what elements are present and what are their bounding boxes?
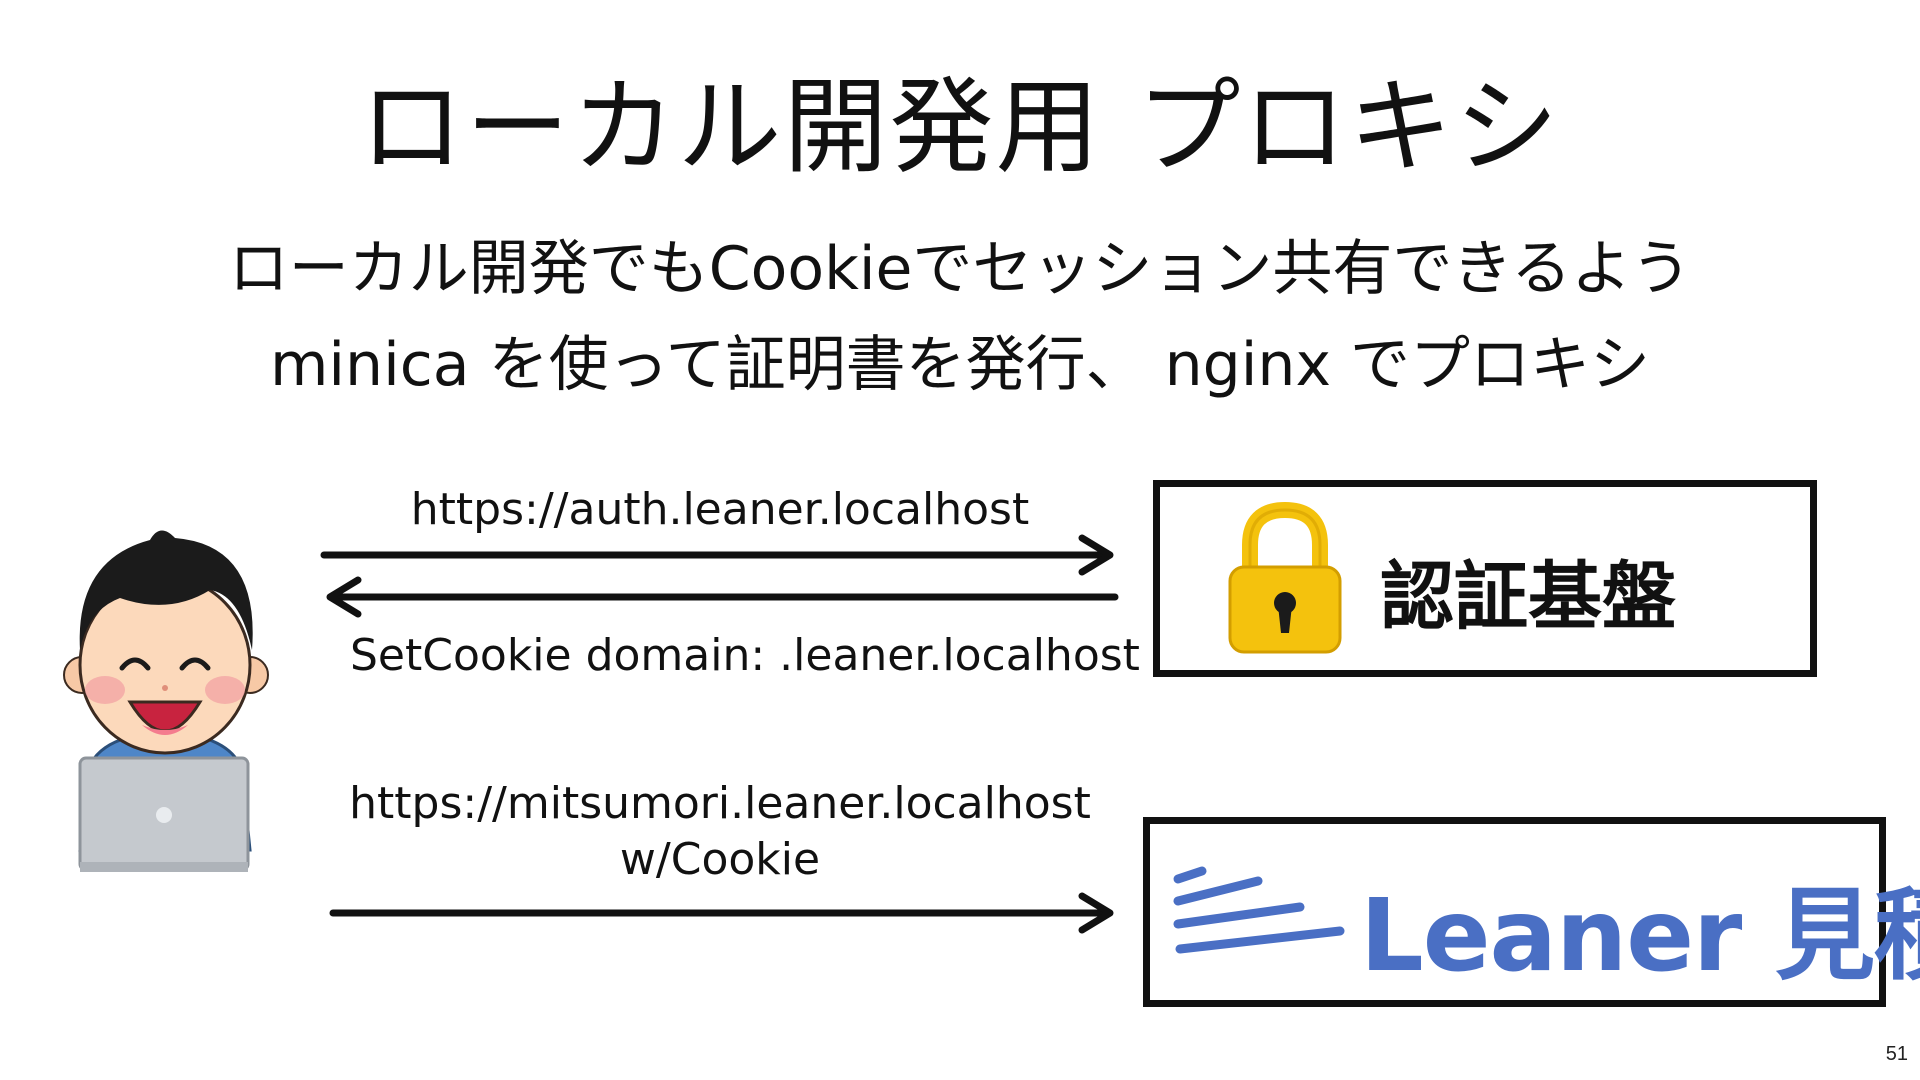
request-label-with-cookie: w/Cookie <box>330 834 1110 885</box>
padlock-icon <box>1225 505 1345 655</box>
auth-platform-label: 認証基盤 <box>1380 537 1676 644</box>
arrow-left-cookie <box>320 572 1120 622</box>
user-with-laptop-icon <box>60 520 270 880</box>
slide-subtitle-line-2: minica を使って証明書を発行、 nginx でプロキシ <box>0 316 1920 403</box>
auth-platform-box: 認証基盤 <box>1153 480 1817 677</box>
request-label-mitsumori: https://mitsumori.leaner.localhost <box>330 778 1110 829</box>
response-label-setcookie: SetCookie domain: .leaner.localhost <box>350 630 1110 681</box>
slide-subtitle-line-1: ローカル開発でもCookieでセッション共有できるよう <box>0 220 1920 307</box>
leaner-logo-lines-icon <box>1170 869 1350 969</box>
request-label-auth: https://auth.leaner.localhost <box>330 484 1110 535</box>
leaner-logo-text: Leaner 見積 <box>1360 854 1920 999</box>
page-number: 51 <box>1886 1043 1908 1066</box>
arrow-right-mitsumori <box>325 888 1125 938</box>
slide-title: ローカル開発用 プロキシ <box>0 42 1920 193</box>
leaner-mitsumori-box: Leaner 見積 <box>1143 817 1886 1007</box>
